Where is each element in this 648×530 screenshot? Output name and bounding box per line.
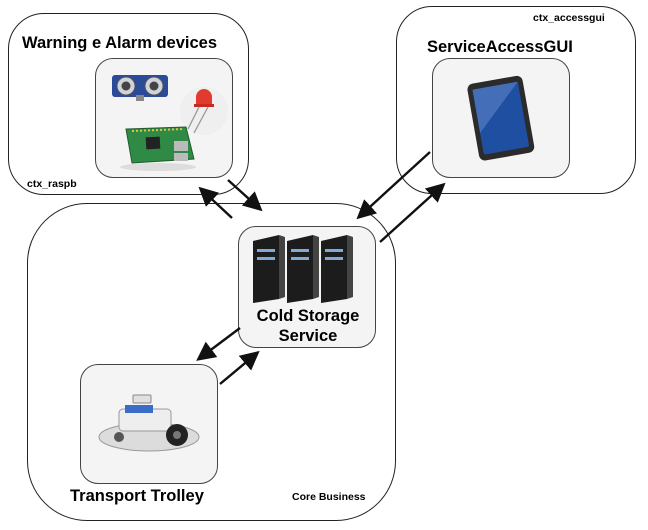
- arrow-coldstorage-to-trolley: [196, 327, 241, 361]
- tablet-image: [467, 75, 535, 161]
- ctx-core-label: Core Business: [292, 491, 366, 503]
- arrow-coldstorage-to-raspb: [198, 186, 233, 219]
- arrow-accessgui-to-coldstorage: [356, 151, 431, 220]
- arrow-coldstorage-to-accessgui: [379, 182, 446, 243]
- trolley-card: [80, 364, 218, 484]
- tablet-card: [432, 58, 570, 178]
- raspberry-pi-board-icon: [120, 126, 196, 171]
- arrow-trolley-to-coldstorage: [219, 350, 260, 385]
- trolley-image: [98, 394, 200, 452]
- ctx-raspb-label: ctx_raspb: [27, 178, 77, 190]
- ctx-accessgui-label: ctx_accessgui: [533, 12, 605, 24]
- ctx-raspb-title: Warning e Alarm devices: [22, 34, 218, 52]
- cold-storage-label-line2: Service: [278, 327, 338, 345]
- raspb-devices-card: [95, 58, 233, 178]
- raspb-devices-image: [112, 75, 228, 171]
- tablet-icon: [467, 75, 535, 161]
- led-icon: [180, 87, 228, 135]
- trolley-title: Transport Trolley: [70, 487, 204, 505]
- server-rack-icon: [253, 235, 353, 303]
- ctx-accessgui-title: ServiceAccessGUI: [427, 38, 573, 56]
- cold-storage-card: Cold Storage Service: [238, 226, 376, 348]
- server-image: [253, 235, 353, 303]
- ultrasonic-sensor-icon: [112, 75, 168, 101]
- robot-trolley-icon: [98, 394, 200, 452]
- cold-storage-label-line1: Cold Storage: [256, 307, 360, 325]
- arrow-raspb-to-coldstorage: [227, 179, 263, 212]
